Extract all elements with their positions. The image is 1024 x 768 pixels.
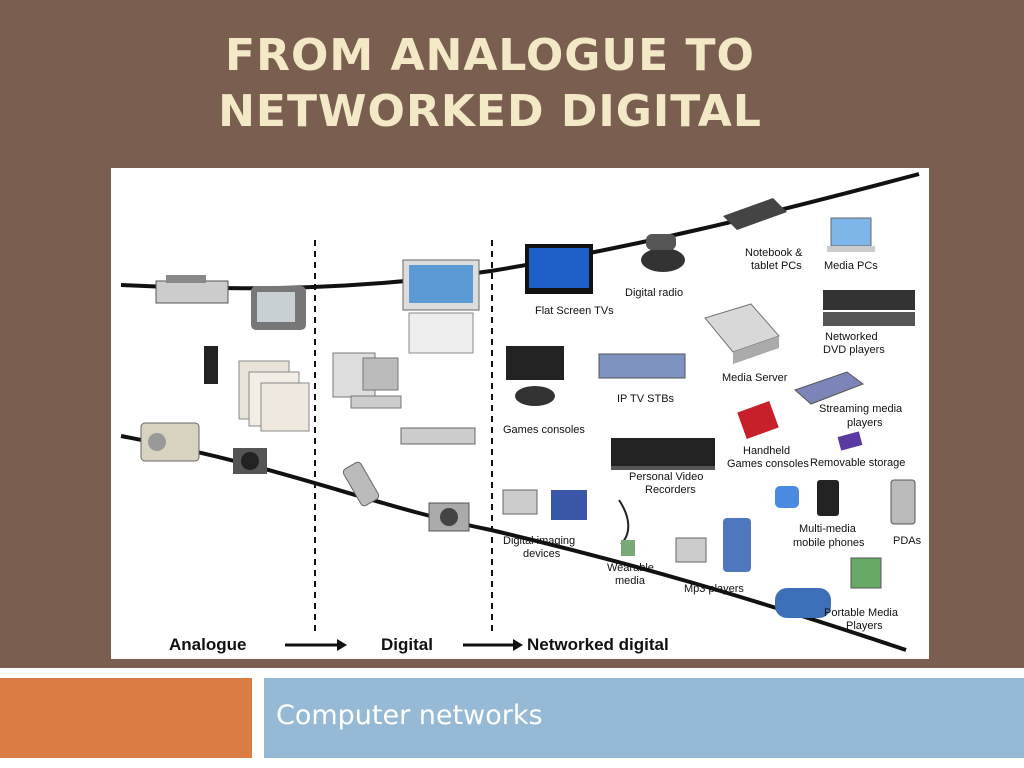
footer-accent-orange bbox=[0, 678, 252, 758]
newspapers-icon bbox=[238, 360, 310, 432]
label-games-consoles: Games consoles bbox=[503, 424, 585, 436]
digital-camera-icon bbox=[428, 502, 470, 532]
stage-label-networked-digital: Networked digital bbox=[527, 635, 669, 654]
stage-label-digital: Digital bbox=[381, 635, 433, 654]
label-digital-imaging-2: devices bbox=[523, 548, 561, 560]
analogue-mobile-icon bbox=[204, 346, 218, 384]
label-wearable-1: Wearable bbox=[607, 562, 654, 574]
label-notebook-2: tablet PCs bbox=[751, 260, 802, 272]
label-handheld-1: Handheld bbox=[743, 445, 790, 457]
ip-tv-stb-icon bbox=[598, 353, 686, 379]
label-flat-screen-tvs: Flat Screen TVs bbox=[535, 305, 614, 317]
footer-accent-blue bbox=[264, 678, 1024, 758]
stage-label-analogue: Analogue bbox=[169, 635, 246, 654]
label-removable-storage: Removable storage bbox=[810, 457, 905, 469]
games-console-icon bbox=[506, 346, 564, 406]
film-camera-icon bbox=[233, 448, 267, 474]
title-line-1: FROM ANALOGUE TO bbox=[225, 30, 755, 81]
notebook-icon bbox=[723, 198, 787, 230]
camcorder-icon bbox=[502, 489, 587, 520]
arrow-digital-to-networked bbox=[463, 639, 523, 651]
label-digital-imaging-1: Digital imaging bbox=[503, 535, 575, 547]
media-server-icon bbox=[704, 303, 780, 364]
mp3-player-icon bbox=[675, 518, 751, 572]
wearable-media-icon bbox=[618, 499, 635, 556]
networked-dvd-icon bbox=[823, 290, 915, 326]
label-digital-radio: Digital radio bbox=[625, 287, 683, 299]
removable-storage-icon bbox=[837, 431, 863, 451]
label-pdas: PDAs bbox=[893, 535, 922, 547]
arrow-analogue-to-digital bbox=[285, 639, 347, 651]
pda-icon bbox=[890, 479, 916, 525]
desktop-pc-icon bbox=[332, 352, 402, 409]
footer-text: Computer networks bbox=[276, 700, 543, 731]
label-streaming-1: Streaming media bbox=[819, 403, 903, 415]
label-pvr-2: Recorders bbox=[645, 484, 696, 496]
label-handheld-2: Games consoles bbox=[727, 458, 809, 470]
slide-title: FROM ANALOGUE TO NETWORKED DIGITAL bbox=[150, 28, 830, 140]
label-streaming-2: players bbox=[847, 417, 883, 429]
digital-tv-stand-icon bbox=[402, 259, 480, 354]
label-networked-dvd-2: DVD players bbox=[823, 344, 885, 356]
multimedia-phone-icon bbox=[775, 480, 839, 516]
label-mp3-players: Mp3 players bbox=[684, 583, 744, 595]
evolution-diagram: Flat Screen TVs Digital radio Notebook &… bbox=[111, 168, 929, 659]
label-pvr-1: Personal Video bbox=[629, 471, 703, 483]
label-media-pcs: Media PCs bbox=[824, 260, 878, 272]
digital-radio-icon bbox=[641, 234, 685, 272]
label-portable-1: Portable Media bbox=[824, 607, 899, 619]
title-line-2: NETWORKED DIGITAL bbox=[218, 86, 762, 137]
label-media-server: Media Server bbox=[722, 372, 788, 384]
pvr-icon bbox=[611, 438, 715, 470]
label-portable-2: Players bbox=[846, 620, 883, 632]
flat-screen-tv-icon bbox=[525, 244, 593, 294]
label-notebook-1: Notebook & bbox=[745, 247, 803, 259]
label-networked-dvd-1: Networked bbox=[825, 331, 878, 343]
label-multimedia-1: Multi-media bbox=[799, 523, 857, 535]
portable-media-player-icon bbox=[775, 557, 882, 618]
streaming-player-icon bbox=[794, 371, 865, 405]
label-ip-tv-stbs: IP TV STBs bbox=[617, 393, 675, 405]
digital-mobile-icon bbox=[342, 461, 380, 507]
crt-tv-icon bbox=[251, 286, 306, 330]
dvd-player-icon bbox=[400, 427, 476, 445]
vcr-icon bbox=[155, 275, 229, 304]
label-wearable-2: media bbox=[615, 575, 646, 587]
analogue-radio-icon bbox=[140, 422, 200, 462]
handheld-console-icon bbox=[737, 401, 779, 439]
media-pc-icon bbox=[827, 217, 875, 252]
label-multimedia-2: mobile phones bbox=[793, 537, 865, 549]
